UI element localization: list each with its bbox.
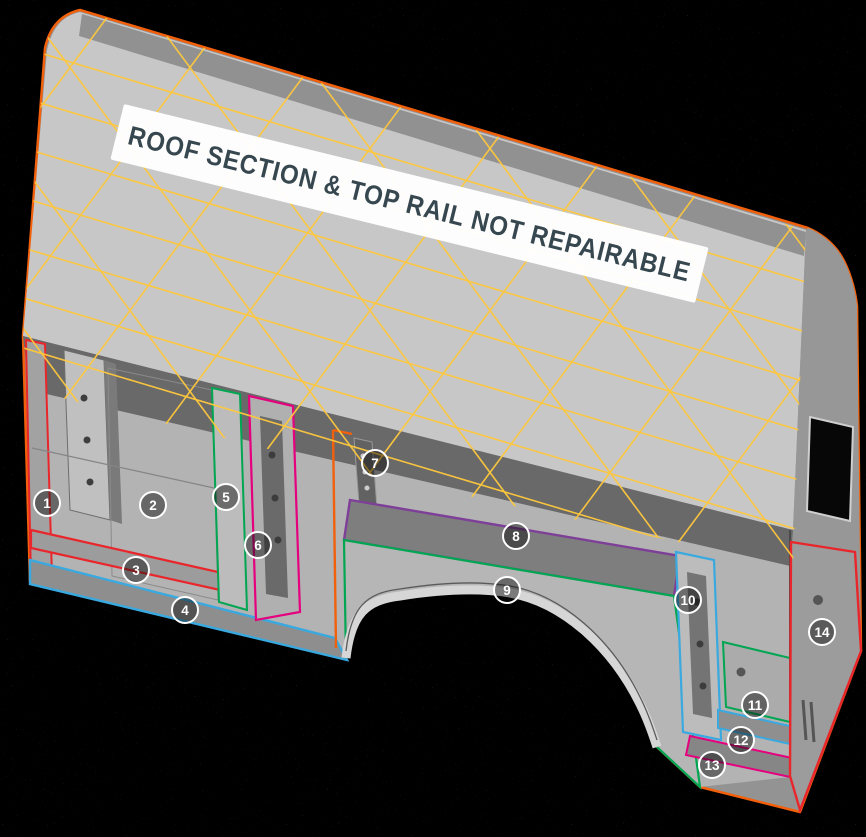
callout-5: 5 xyxy=(212,483,240,511)
roof-edge-strip xyxy=(79,14,806,256)
part-6-bolts xyxy=(268,451,282,544)
callout-3: 3 xyxy=(122,556,150,584)
part-14-hole xyxy=(813,595,823,605)
part-14-rear-corner-pillar xyxy=(788,540,863,814)
callout-1: 1 xyxy=(33,489,61,517)
panel-seam xyxy=(31,447,215,489)
part-14-slots xyxy=(801,699,816,743)
callout-6: 6 xyxy=(244,531,272,559)
rear-window-opening xyxy=(805,415,855,523)
part-panels xyxy=(24,338,863,814)
callout-8: 8 xyxy=(502,522,530,550)
callout-4: 4 xyxy=(171,596,199,624)
section-split-line xyxy=(331,428,353,649)
callout-2: 2 xyxy=(139,491,167,519)
callout-7: 7 xyxy=(361,449,389,477)
banner-band xyxy=(110,104,709,303)
part-11-hole xyxy=(736,667,746,677)
callout-13: 13 xyxy=(698,751,726,779)
left-pillar-bolts xyxy=(80,394,94,486)
callout-14: 14 xyxy=(808,618,836,646)
callout-10: 10 xyxy=(674,586,702,614)
callout-11: 11 xyxy=(741,691,769,719)
callout-9: 9 xyxy=(493,576,521,604)
callout-12: 12 xyxy=(727,726,755,754)
